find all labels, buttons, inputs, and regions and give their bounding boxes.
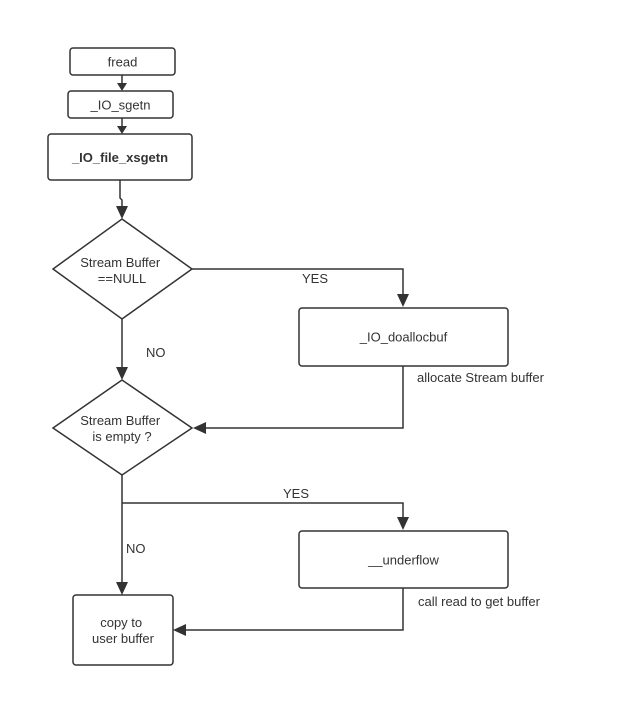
io-file-xsgetn-box — [47, 133, 193, 181]
copy-to-user-buffer-line2: user buffer — [92, 631, 155, 646]
arrowhead-underflow — [397, 517, 409, 530]
null-yes-label: YES — [302, 271, 328, 286]
edge-underflow-to-copy — [180, 588, 404, 631]
stream-buffer-null-label: Stream Buffer ==NULL — [80, 255, 164, 286]
fread-label: fread — [108, 55, 138, 70]
arrowhead-doallocbuf — [397, 294, 409, 307]
underflow-label: __underflow — [367, 553, 439, 568]
null-no-label: NO — [146, 345, 166, 360]
arrowhead-null-check — [116, 206, 128, 219]
copy-to-user-buffer-line1: copy to — [100, 615, 142, 630]
arrowhead-sgetn — [117, 83, 127, 91]
arrowhead-empty-check-side — [193, 422, 206, 434]
copy-to-user-buffer-label: copy to user buffer — [92, 615, 155, 646]
empty-yes-label: YES — [283, 486, 309, 501]
stream-buffer-null-line1: Stream Buffer — [80, 255, 161, 270]
stream-buffer-empty-line1: Stream Buffer — [80, 413, 161, 428]
stream-buffer-empty-label: Stream Buffer is empty ? — [80, 413, 164, 444]
edge-doallocbuf-to-empty-check — [200, 366, 404, 429]
arrowhead-copy-side — [173, 624, 186, 636]
arrowhead-copy — [116, 582, 128, 595]
edge-empty-yes-to-underflow — [122, 502, 404, 523]
edge-null-yes-to-doallocbuf — [192, 268, 404, 300]
read-note-label: call read to get buffer — [418, 594, 541, 609]
allocate-note-label: allocate Stream buffer — [417, 370, 545, 385]
fread-box — [69, 47, 176, 76]
stream-buffer-null-line2: ==NULL — [98, 271, 146, 286]
io-doallocbuf-box — [298, 307, 509, 367]
underflow-box — [298, 530, 509, 589]
arrowhead-xsgetn — [117, 126, 127, 134]
nodes: fread _IO_sgetn _IO_file_xsgetn Stream B… — [47, 47, 509, 666]
empty-no-label: NO — [126, 541, 146, 556]
io-file-xsgetn-label: _IO_file_xsgetn — [71, 150, 168, 165]
io-sgetn-box — [67, 90, 174, 119]
io-doallocbuf-label: _IO_doallocbuf — [359, 330, 448, 345]
edges — [116, 75, 409, 636]
stream-buffer-empty-line2: is empty ? — [92, 429, 151, 444]
stream-buffer-empty-diamond — [51, 379, 194, 476]
io-sgetn-label: _IO_sgetn — [90, 98, 151, 113]
copy-to-user-buffer-box — [72, 594, 174, 666]
arrowhead-empty-check — [116, 367, 128, 380]
stream-buffer-null-diamond — [51, 218, 194, 320]
edge-labels: YES NO allocate Stream buffer YES NO cal… — [126, 271, 545, 609]
